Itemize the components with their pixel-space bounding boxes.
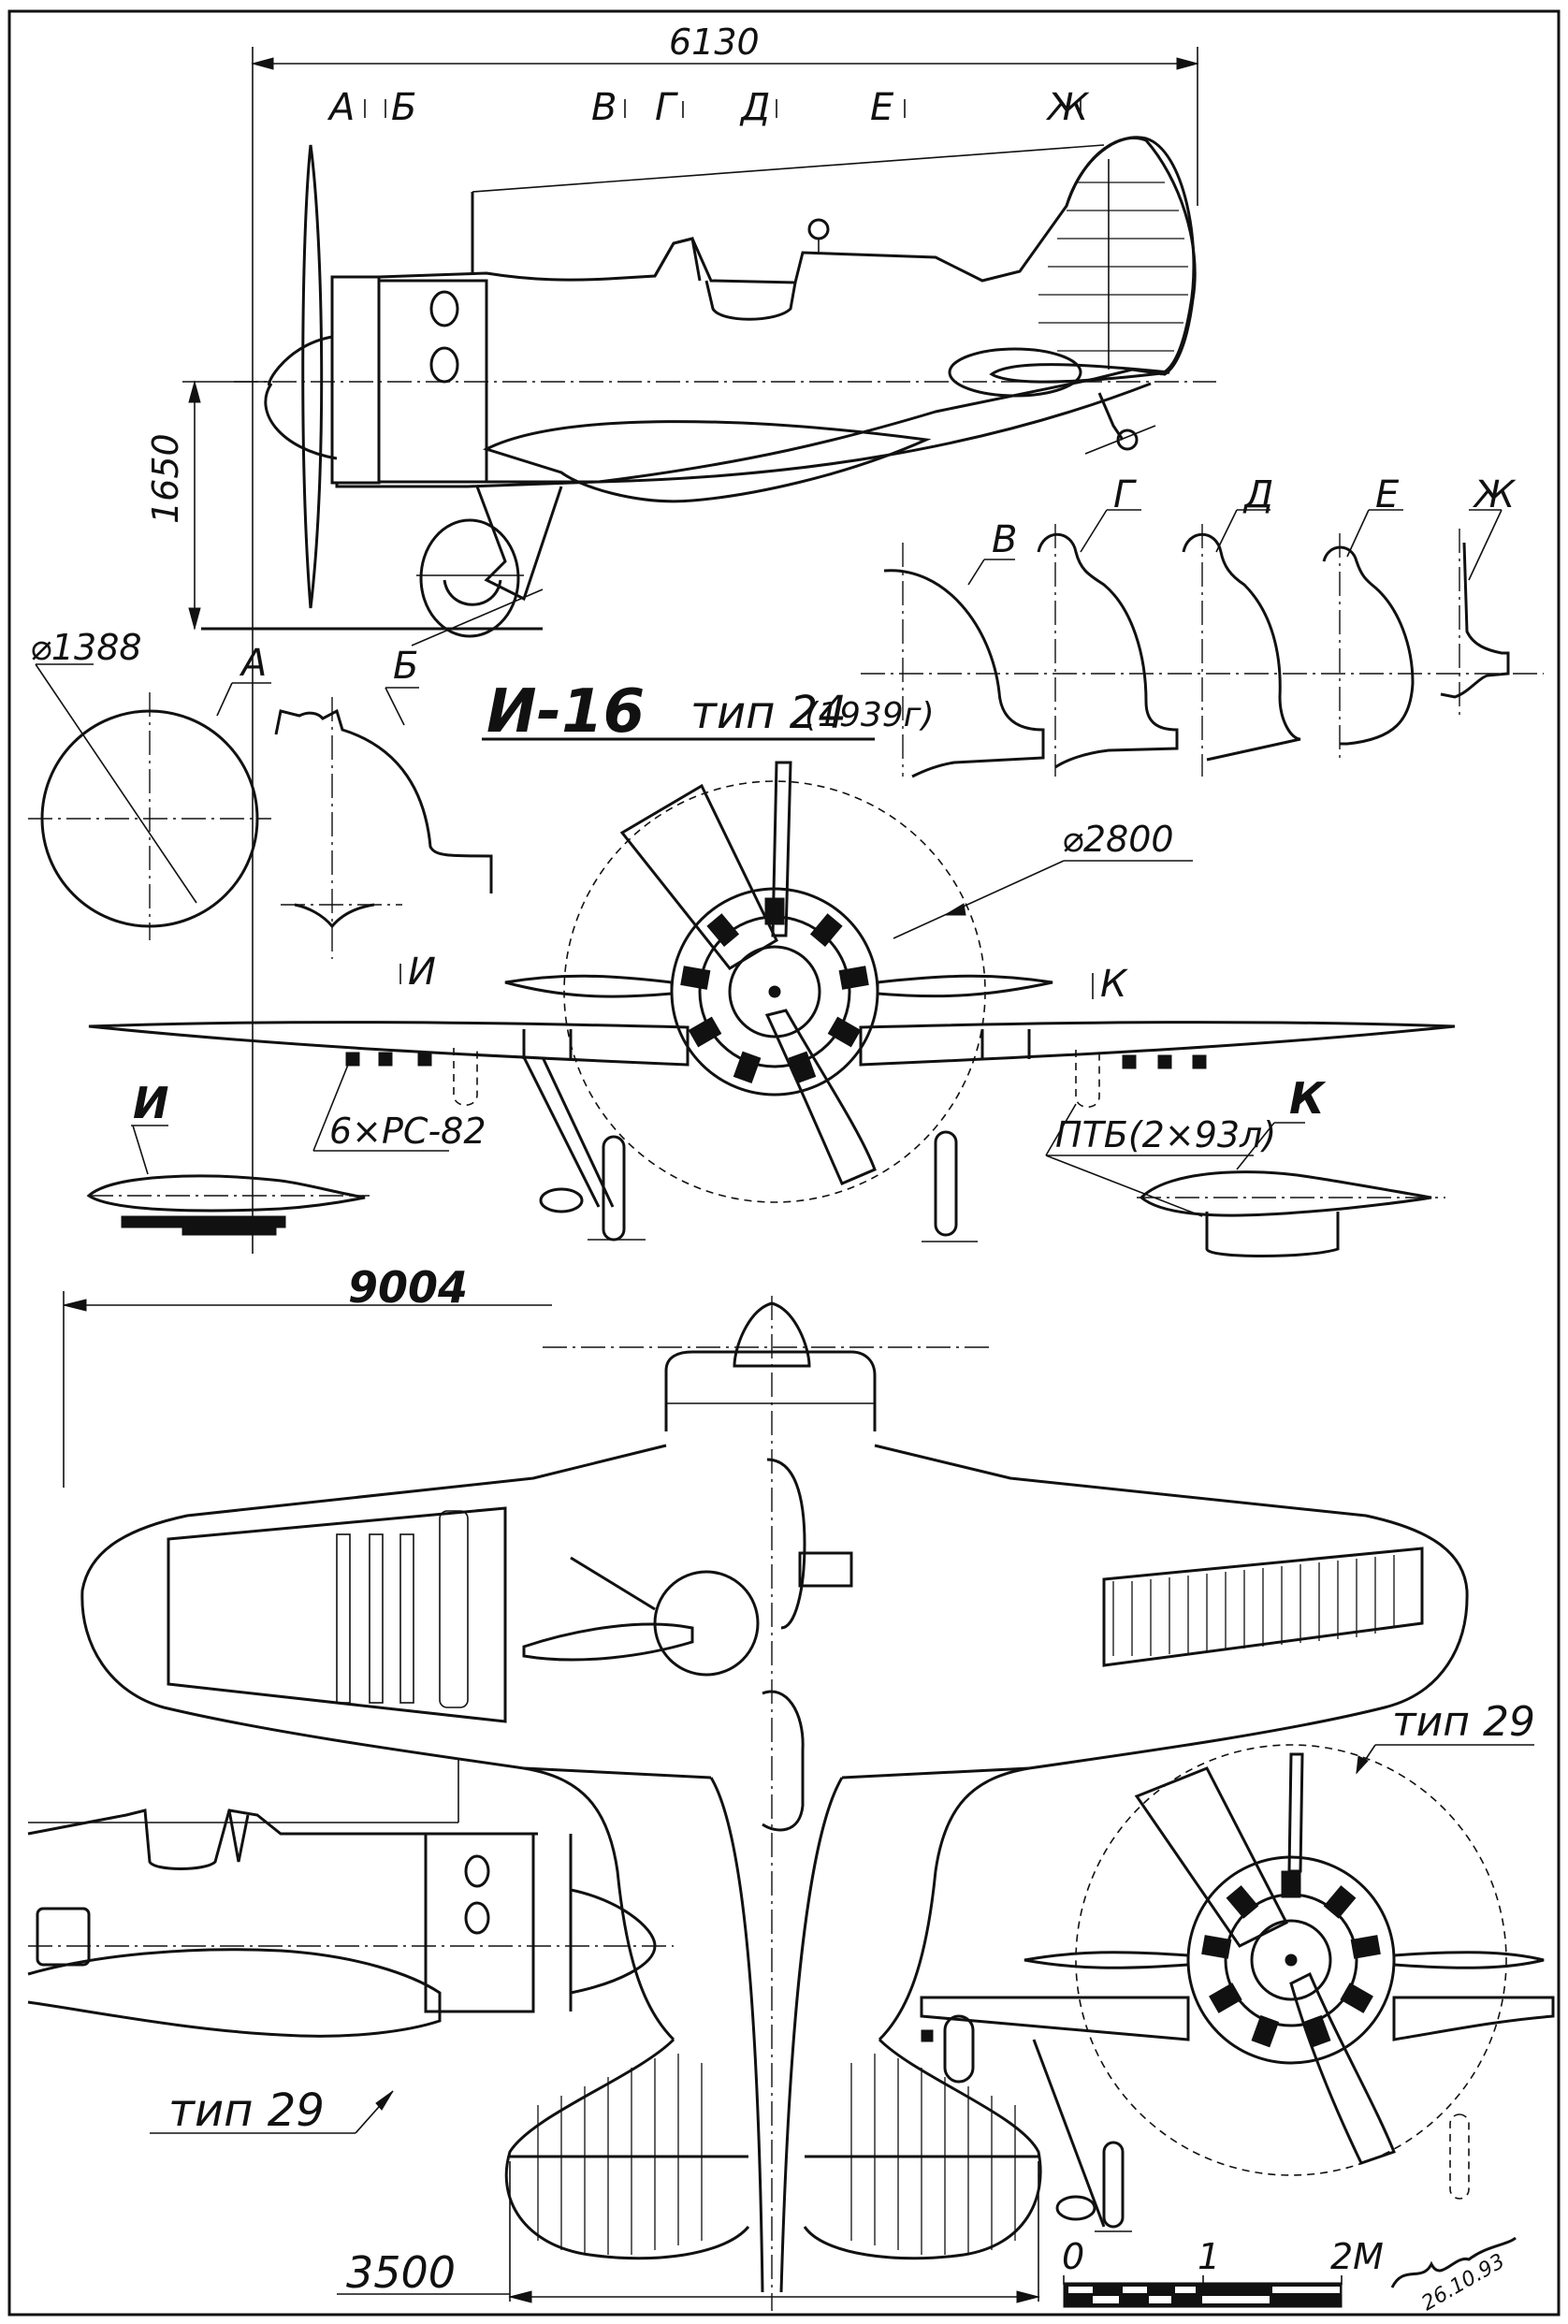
plan-elevator-hatching — [537, 2054, 1016, 2255]
section-v-label: В — [992, 518, 1017, 561]
section-i: И — [86, 1078, 370, 1236]
plan-left-tailplane — [504, 2038, 750, 2260]
scale-bar: 0 1 2М — [1062, 2236, 1384, 2308]
cross-sections-rear: В Г Д Е Ж — [861, 473, 1544, 778]
side-propeller — [301, 144, 324, 609]
section-mark-k: К — [1100, 963, 1128, 1006]
plan-view: 9004 — [63, 1262, 1469, 2311]
plan-right-tailplane — [803, 2038, 1042, 2260]
signature: 26.10.93 — [1390, 2236, 1517, 2316]
plan-fuselage — [664, 1350, 877, 1431]
front-view: И К ⌀2800 — [88, 761, 1456, 1242]
section-mark-g: Г — [655, 86, 678, 129]
section-g — [1037, 532, 1179, 769]
scale-bar-checker — [1068, 2287, 1340, 2303]
front-propeller-disk — [563, 780, 986, 1203]
side-landing-gear — [475, 486, 563, 602]
section-e — [1322, 545, 1415, 746]
drop-tanks-callout: ПТБ(2×93л) — [1045, 1103, 1276, 1217]
front-left-wheel — [602, 1135, 626, 1242]
type29-engine-cylinders — [1201, 1870, 1381, 2048]
front-right-wheel — [934, 1130, 958, 1237]
sheet-frame — [7, 9, 1561, 2317]
tailspan-dimension-label: 3500 — [346, 2247, 456, 2298]
wingspan-dimension-label: 9004 — [348, 1262, 468, 1313]
section-k-label: К — [1289, 1073, 1327, 1124]
section-mark-v: В — [591, 86, 617, 129]
side-wing-fairing — [482, 420, 932, 503]
scale-bar-label-1: 1 — [1198, 2236, 1220, 2277]
section-mark-e: Е — [870, 86, 894, 129]
side-stabilizer — [948, 347, 1082, 398]
side-engine-cowling — [330, 275, 381, 485]
rockets-callout-label: 6×РС-82 — [329, 1111, 486, 1152]
cross-sections-front: ⌀1388 А Б — [28, 627, 493, 959]
plan-cockpit-area — [762, 1690, 805, 1832]
side-spinner — [264, 335, 338, 460]
section-mark-i: И — [408, 951, 436, 994]
type29-side-callout: тип 29 — [150, 2084, 394, 2137]
plan-rocket-rails — [336, 1510, 469, 1708]
section-markers: А Б В Г Д Е Ж — [327, 86, 1090, 129]
scale-bar-label-0: 0 — [1062, 2236, 1084, 2277]
side-main-wheel — [419, 518, 520, 638]
rockets-callout: 6×РС-82 — [312, 1064, 486, 1152]
type29-front-view — [920, 1744, 1555, 2232]
section-mark-d: Д — [739, 86, 770, 129]
type29-side-callout-label: тип 29 — [168, 2084, 325, 2137]
scale-bar-label-2: 2М — [1330, 2236, 1384, 2277]
section-k: К — [1137, 1073, 1445, 1257]
section-zh — [1440, 542, 1510, 699]
section-v — [883, 569, 1045, 778]
section-mark-zh: Ж — [1045, 86, 1090, 129]
section-i-label: И — [133, 1078, 169, 1128]
side-view: 6130 А Б В Г Д Е Ж — [145, 22, 1216, 1254]
front-wing — [88, 1021, 690, 1067]
drawing-title: И-16 тип 24 (1939г) — [482, 677, 935, 747]
type29-side-view — [27, 1759, 674, 2038]
front-rockets — [345, 1052, 1207, 1069]
title-type: тип 24 — [690, 687, 847, 739]
drop-tanks-callout-label: ПТБ(2×93л) — [1055, 1114, 1276, 1155]
title-year: (1939г) — [805, 696, 935, 734]
section-d — [1182, 532, 1301, 762]
side-rudder — [1065, 136, 1196, 376]
section-b-label: Б — [393, 645, 418, 688]
propeller-diameter-label: ⌀2800 — [1062, 819, 1174, 860]
side-fuselage — [378, 137, 1197, 484]
plan-right-aileron-hatching — [1112, 1555, 1395, 1656]
section-mark-b: Б — [391, 86, 416, 129]
type29-front-callout-label: тип 29 — [1392, 1698, 1535, 1746]
section-mark-a: А — [327, 86, 355, 129]
section-a-label: А — [239, 642, 267, 685]
length-dimension-label: 6130 — [669, 22, 760, 63]
type29-front-callout: тип 29 — [1356, 1698, 1535, 1775]
plan-wing — [80, 1444, 712, 1779]
section-b — [274, 708, 493, 893]
title-main: И-16 — [486, 677, 645, 747]
height-dimension-label: 1650 — [145, 433, 186, 524]
section-a-diameter: ⌀1388 — [30, 627, 142, 668]
front-engine-cylinders — [680, 897, 869, 1084]
